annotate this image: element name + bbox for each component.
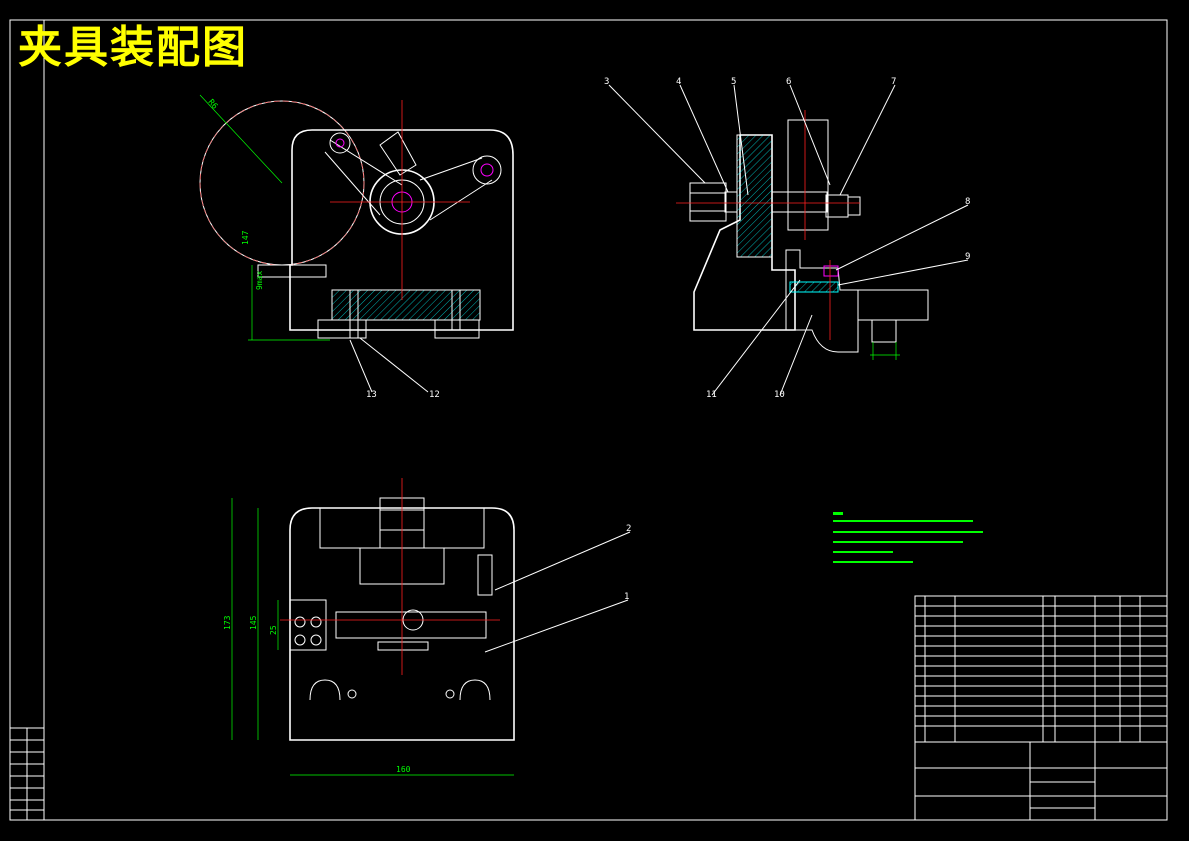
drawing-title: 夹具装配图 bbox=[18, 22, 248, 73]
dim-bottom-height-inner: 145 bbox=[249, 615, 258, 630]
callout-5: 5 bbox=[731, 77, 736, 87]
technical-notes bbox=[833, 512, 983, 563]
side-view: 3 4 5 6 7 8 9 11 10 bbox=[604, 77, 970, 400]
callout-11: 11 bbox=[706, 390, 717, 400]
callout-12: 12 bbox=[429, 390, 440, 400]
callout-3: 3 bbox=[604, 77, 609, 87]
front-view: 147 9max R6 13 12 bbox=[199, 94, 514, 400]
callout-13: 13 bbox=[366, 390, 377, 400]
dim-bottom-left: 25 bbox=[269, 625, 278, 635]
callout-10: 10 bbox=[774, 390, 785, 400]
dim-bottom-width: 160 bbox=[396, 765, 411, 774]
dim-front-height: 147 bbox=[241, 230, 250, 245]
dim-bottom-height-outer: 173 bbox=[223, 615, 232, 630]
callout-8: 8 bbox=[965, 197, 970, 207]
dim-radius: R6 bbox=[206, 98, 219, 111]
callout-2: 2 bbox=[626, 524, 631, 534]
callout-4: 4 bbox=[676, 77, 681, 87]
margin-stamp-block bbox=[9, 727, 45, 821]
drawing-border bbox=[9, 19, 1168, 821]
callout-7: 7 bbox=[891, 77, 896, 87]
callout-1: 1 bbox=[624, 592, 629, 602]
dim-front-side: 9max bbox=[255, 271, 264, 290]
callout-6: 6 bbox=[786, 77, 791, 87]
top-view: 173 145 25 160 2 1 bbox=[223, 478, 631, 776]
callout-9: 9 bbox=[965, 252, 970, 262]
title-block bbox=[914, 595, 1168, 821]
